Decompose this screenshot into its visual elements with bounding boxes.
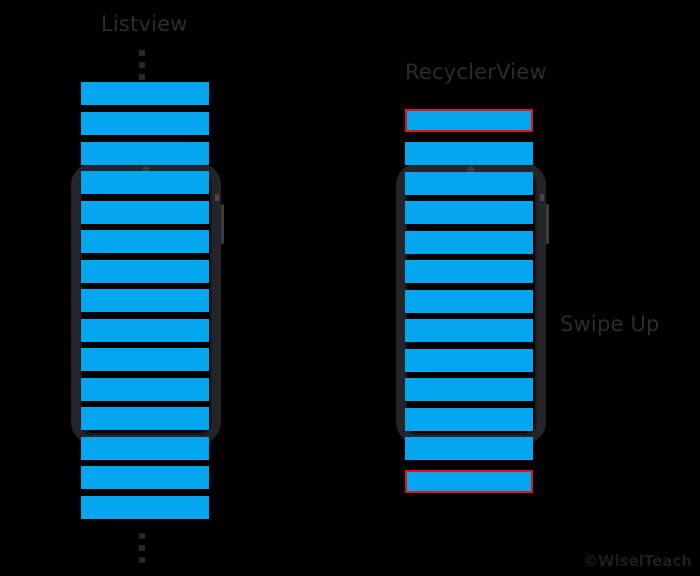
recyclerview-row-highlighted[interactable]: [405, 109, 533, 132]
listview-row[interactable]: [81, 260, 209, 283]
listview-row[interactable]: [81, 437, 209, 460]
ellipsis-dot: [139, 74, 145, 80]
camera-icon: [142, 166, 150, 173]
recyclerview-row[interactable]: [405, 260, 533, 283]
ellipsis-dot: [139, 545, 145, 551]
ellipsis-dot: [139, 533, 145, 539]
recyclerview-row[interactable]: [405, 172, 533, 195]
sim-tray-icon: [215, 194, 219, 201]
swipe-up-label: Swipe Up: [560, 312, 660, 336]
recyclerview-row[interactable]: [405, 319, 533, 342]
listview-row[interactable]: [81, 407, 209, 430]
listview-row[interactable]: [81, 319, 209, 342]
listview-row[interactable]: [81, 201, 209, 224]
listview-row[interactable]: [81, 142, 209, 165]
power-button[interactable]: [546, 204, 549, 244]
listview-row[interactable]: [81, 466, 209, 489]
listview-row[interactable]: [81, 496, 209, 519]
recyclerview-row[interactable]: [405, 142, 533, 165]
recyclerview-row[interactable]: [405, 290, 533, 313]
ellipsis-top-icon: [139, 50, 145, 86]
listview-row[interactable]: [81, 112, 209, 135]
recyclerview-row-highlighted[interactable]: [405, 470, 533, 493]
listview-title: Listview: [101, 12, 188, 36]
recyclerview-row[interactable]: [405, 408, 533, 431]
listview-row[interactable]: [81, 378, 209, 401]
listview-row[interactable]: [81, 230, 209, 253]
ellipsis-bottom-icon: [139, 533, 145, 569]
power-button[interactable]: [221, 204, 224, 244]
ellipsis-dot: [139, 62, 145, 68]
ellipsis-dot: [139, 557, 145, 563]
sim-tray-icon: [540, 194, 544, 201]
listview-row[interactable]: [81, 348, 209, 371]
ellipsis-dot: [139, 50, 145, 56]
recyclerview-title: RecyclerView: [405, 60, 547, 84]
recyclerview-row[interactable]: [405, 201, 533, 224]
recyclerview-row[interactable]: [405, 349, 533, 372]
watermark: ©WiselTeach: [582, 552, 692, 570]
listview-row[interactable]: [81, 82, 209, 105]
recyclerview-row[interactable]: [405, 231, 533, 254]
listview-row[interactable]: [81, 171, 209, 194]
recyclerview-row[interactable]: [405, 378, 533, 401]
camera-icon: [467, 166, 475, 173]
recyclerview-row[interactable]: [405, 437, 533, 460]
listview-row[interactable]: [81, 289, 209, 312]
